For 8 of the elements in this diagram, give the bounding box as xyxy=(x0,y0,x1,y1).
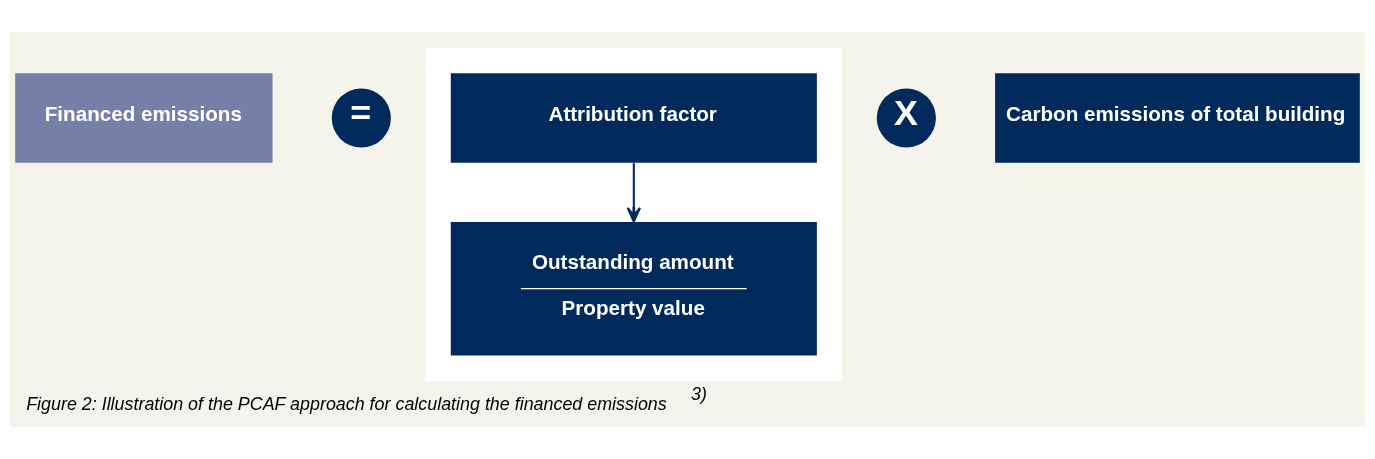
node-box: Attribution factor xyxy=(450,73,817,163)
node-circle: = xyxy=(331,88,391,148)
arrow xyxy=(626,163,642,223)
node-box: Financed emissions xyxy=(15,73,273,163)
node-circle: X xyxy=(876,88,936,148)
node-box: Outstanding amount Property value xyxy=(450,221,817,356)
node-box: Carbon emissions of total building xyxy=(995,73,1360,163)
cluster xyxy=(425,47,843,381)
